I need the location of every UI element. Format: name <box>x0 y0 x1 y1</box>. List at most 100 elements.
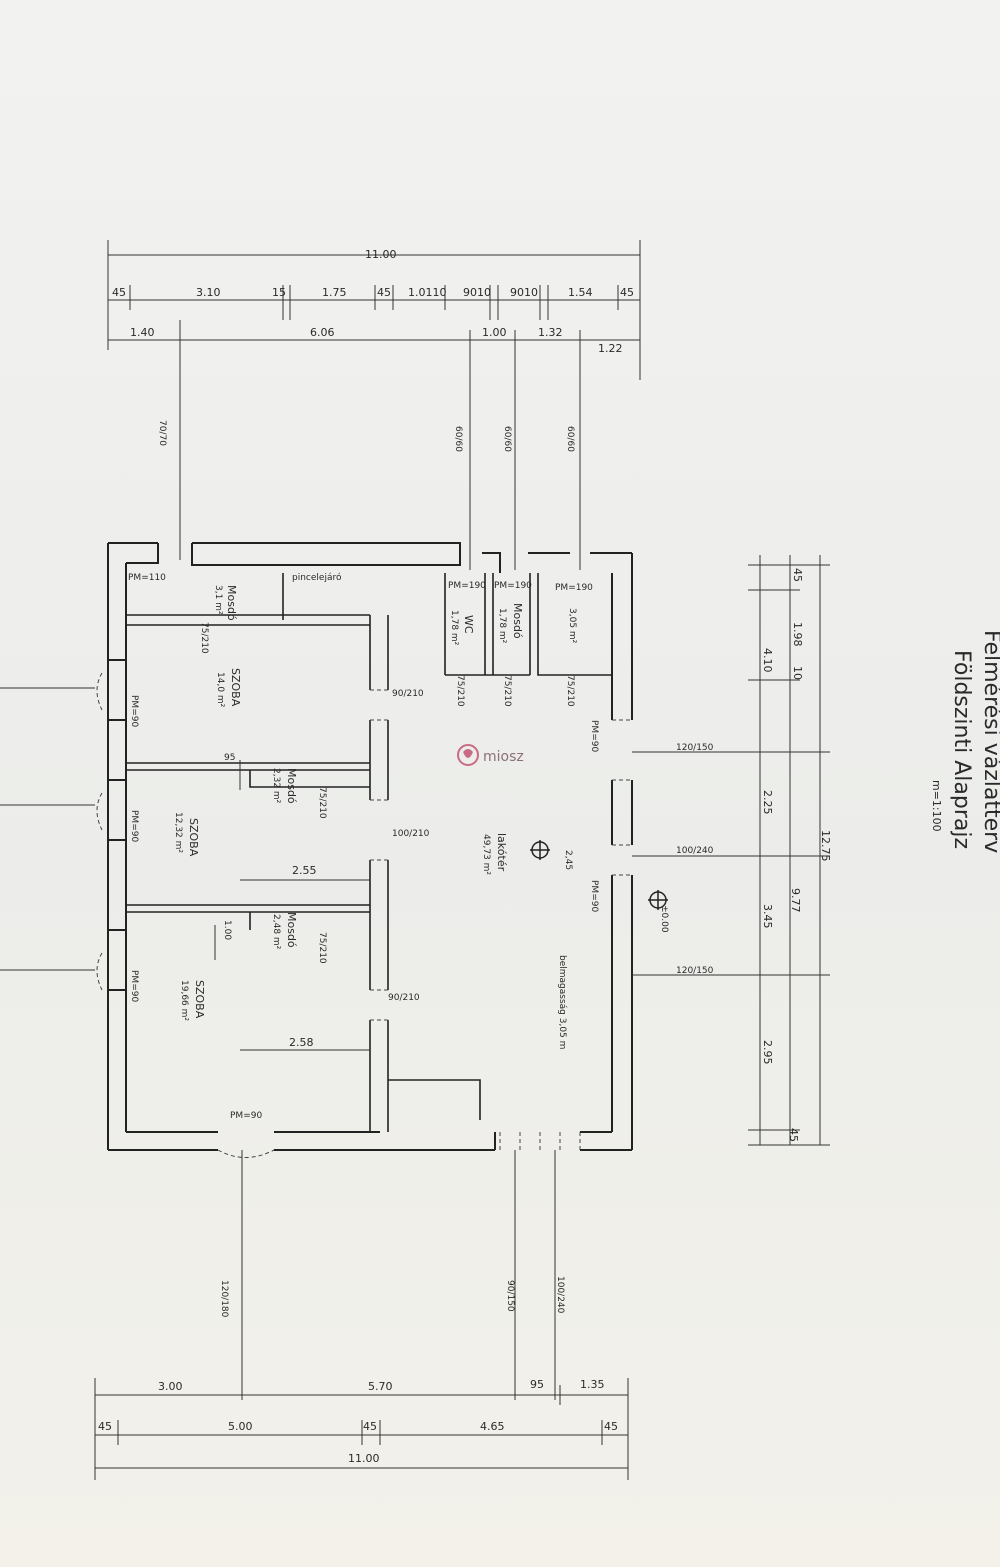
watermark-text: miosz <box>483 749 524 765</box>
room-labels: Mosdó 3,1 m² pincelejáró SZOBA 14,0 m² M… <box>173 572 577 1049</box>
dim-right-6: 2.95 <box>761 1040 774 1065</box>
dim-right-5: 3.45 <box>761 904 774 929</box>
room-wc-name: WC <box>462 615 475 634</box>
dim-right-7: 45 <box>787 1128 800 1142</box>
dim-right-total: 12.75 <box>819 830 832 862</box>
dim-top-r2-4: 1.22 <box>598 342 623 355</box>
dim-bot-r1-2: 95 <box>530 1378 544 1391</box>
len-258: 2.58 <box>289 1036 314 1049</box>
len-255: 2.55 <box>292 864 317 877</box>
opening-bot-0: 120/180 <box>219 1280 229 1318</box>
door-mosdo-r: 75/210 <box>502 675 512 707</box>
opening-bot-1: 90/150 <box>505 1280 515 1312</box>
door-kamra: 75/210 <box>565 675 575 707</box>
top-dimension-texts: 11.00 45 3.10 15 1.75 45 1.0110 9010 901… <box>112 248 634 452</box>
dim-bot-r2-1: 5.00 <box>228 1420 253 1433</box>
room-height-note: belmagasság 3,05 m <box>557 955 567 1049</box>
pm190-kamra: PM=190 <box>555 583 593 593</box>
pm90-right-1: PM=90 <box>589 720 599 752</box>
right-dimension-texts: 12.75 9.77 45 1.98 10 4.10 2.25 3.45 2.9… <box>676 568 832 1142</box>
level-245: 2,45 <box>563 850 573 870</box>
pm90-left-1: PM=90 <box>129 695 139 727</box>
dim-right-4: 2.25 <box>761 790 774 815</box>
room-wc-area: 1,78 m² <box>449 610 459 646</box>
pm90-left-3: PM=90 <box>129 970 139 1002</box>
level-markers <box>530 840 668 910</box>
door-wc: 75/210 <box>455 675 465 707</box>
pm110-label: PM=110 <box>128 573 166 583</box>
pm190-mosdo: PM=190 <box>494 581 532 591</box>
dim-top-r1-4: 45 <box>377 286 391 299</box>
pm190-wc: PM=190 <box>448 581 486 591</box>
dim-bot-r2-0: 45 <box>98 1420 112 1433</box>
dim-top-r1-0: 45 <box>112 286 126 299</box>
dimension-lines <box>0 240 830 1480</box>
dim-top-r2-3: 1.32 <box>538 326 563 339</box>
room-szoba3-name: SZOBA <box>193 980 206 1019</box>
watermark: miosz <box>457 744 524 766</box>
door-szoba3: 90/210 <box>388 993 420 1003</box>
pm90-bottom: PM=90 <box>230 1111 262 1121</box>
title-line1: Felmérési vázlatterv <box>979 630 1000 853</box>
dim-bot-r2-2: 45 <box>363 1420 377 1433</box>
room-mosdo-top-area: 3,1 m² <box>213 585 223 615</box>
bottom-dimension-texts: 3.00 5.70 95 1.35 45 5.00 45 4.65 45 11.… <box>98 1276 618 1465</box>
opening-right-1: 100/240 <box>676 846 714 856</box>
room-lakoter-area: 49,73 m² <box>481 834 491 875</box>
dim-top-r1-9: 45 <box>620 286 634 299</box>
opening-bot-2: 100/240 <box>555 1276 565 1314</box>
opening-labels: PM=110 PM=190 PM=190 PM=190 PM=90 PM=90 … <box>128 573 669 1121</box>
outer-walls <box>107 542 633 1151</box>
opening-right-2: 120/150 <box>676 966 714 976</box>
dim-bot-r2-3: 4.65 <box>480 1420 505 1433</box>
dim-bot-r1-0: 3.00 <box>158 1380 183 1393</box>
title-block: Felmérési vázlatterv Földszinti Alaprajz… <box>930 630 1000 853</box>
opening-top-2: 60/60 <box>502 426 512 452</box>
opening-markers <box>96 672 632 1158</box>
room-mosdo-top-name: Mosdó <box>225 585 238 621</box>
door-mosdo-low: 75/210 <box>317 932 327 964</box>
dim-top-r1-8: 1.54 <box>568 286 593 299</box>
level-000: ±0.00 <box>659 905 669 933</box>
room-pincelejaro: pincelejáró <box>292 572 342 583</box>
dim-top-r2-1: 6.06 <box>310 326 335 339</box>
dim-bot-r1-3: 1.35 <box>580 1378 605 1391</box>
room-lakoter-name: lakótér <box>495 833 508 872</box>
dim-top-r1-6: 9010 <box>463 286 491 299</box>
room-szoba1-name: SZOBA <box>229 668 242 707</box>
dim-top-r2-0: 1.40 <box>130 326 155 339</box>
room-mosdo-mid-area: 2,32 m² <box>271 768 281 804</box>
door-szoba2: 100/210 <box>392 829 430 839</box>
opening-right-0: 120/150 <box>676 743 714 753</box>
dim-right-0: 45 <box>791 568 804 582</box>
dim-bot-total: 11.00 <box>348 1452 380 1465</box>
dim-right-3: 4.10 <box>761 648 774 673</box>
dim-top-r2-2: 1.00 <box>482 326 507 339</box>
room-mosdo-low-area: 2,48 m² <box>271 914 281 950</box>
room-mosdo-low-name: Mosdó <box>285 912 298 948</box>
door-szoba1: 90/210 <box>392 689 424 699</box>
title-line2: Földszinti Alaprajz <box>949 650 974 849</box>
dim-top-total: 11.00 <box>365 248 397 261</box>
room-mosdo-r-area: 1,78 m² <box>497 608 507 644</box>
opening-top-1: 60/60 <box>453 426 463 452</box>
title-scale: m=1:100 <box>930 780 943 832</box>
len-95: 95 <box>224 753 235 763</box>
opening-top-0: 70/70 <box>157 420 167 446</box>
dim-top-r1-5: 1.0110 <box>408 286 447 299</box>
dim-right-overall: 9.77 <box>789 888 802 913</box>
room-szoba1-area: 14,0 m² <box>215 672 225 708</box>
door-mosdo-mid: 75/210 <box>317 787 327 819</box>
dim-bot-r1-1: 5.70 <box>368 1380 393 1393</box>
room-szoba3-area: 19,66 m² <box>179 980 189 1021</box>
room-szoba2-area: 12,32 m² <box>173 812 183 853</box>
dim-top-r1-3: 1.75 <box>322 286 347 299</box>
dim-bot-r2-4: 45 <box>604 1420 618 1433</box>
pm90-right-2: PM=90 <box>589 880 599 912</box>
dim-top-r1-7: 9010 <box>510 286 538 299</box>
room-mosdo-r-name: Mosdó <box>511 603 524 639</box>
dim-top-r1-1: 3.10 <box>196 286 221 299</box>
interior-walls <box>126 573 612 1132</box>
len-100: 1.00 <box>222 920 232 940</box>
